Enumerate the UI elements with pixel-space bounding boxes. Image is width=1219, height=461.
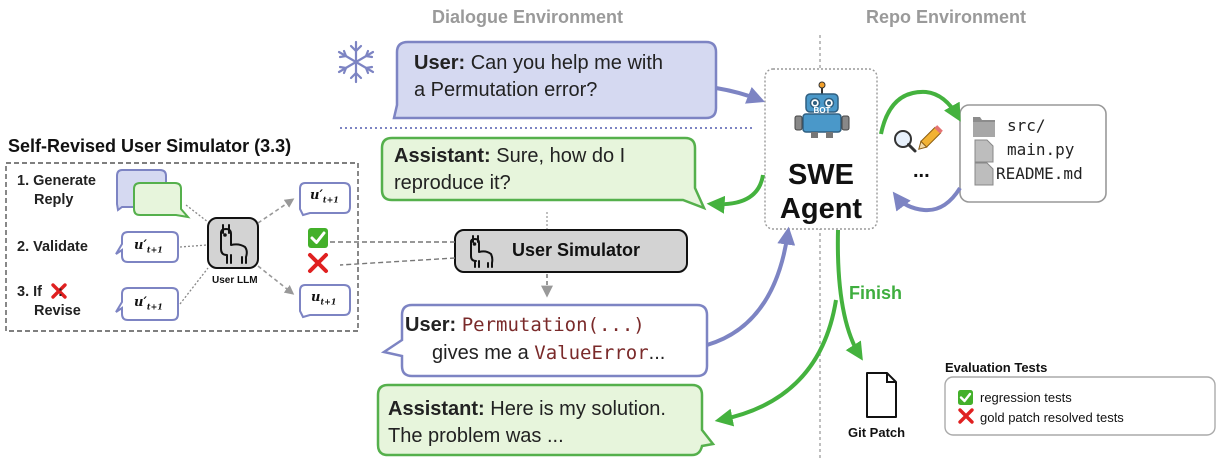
step-2: 2. Validate — [17, 239, 88, 255]
cross-mark-step3-icon — [51, 283, 67, 299]
file-icon-readme — [974, 162, 994, 186]
message-line: Sure, how do I — [496, 145, 626, 167]
self-revised-title: Self-Revised User Simulator (3.3) — [8, 136, 292, 156]
arrow-agent-to-assistant — [706, 174, 765, 214]
u-prime-label-step3: u′t+1 — [134, 295, 163, 312]
repo-file-src: src/ — [1007, 116, 1046, 135]
user-bubble-1-shape — [392, 40, 718, 120]
finish-label: Finish — [849, 283, 902, 303]
ellipsis: ... — [648, 342, 666, 364]
message-line: reproduce it? — [394, 172, 511, 194]
arrow-user2-to-agent — [706, 226, 796, 347]
llama-sim-icon — [470, 235, 494, 268]
arrow-agent-to-repo — [879, 89, 961, 135]
speaker-label: User: — [414, 52, 466, 74]
step-3-label: 3. If — [17, 284, 42, 300]
step1-bubble-front — [133, 182, 191, 219]
snowflake-icon — [337, 40, 375, 84]
user-bubble-2: User: Permutation(...) — [405, 312, 645, 339]
speaker-label: Assistant: — [394, 145, 491, 167]
step2-bubble — [115, 231, 179, 263]
assistant-bubble-2: Assistant: Here is my solution. The prob… — [388, 396, 666, 450]
assistant-bubble-1-shape — [380, 136, 707, 211]
header-repo: Repo Environment — [866, 7, 1027, 27]
pencil-icon — [918, 125, 943, 150]
arrow-repo-to-agent — [892, 186, 962, 213]
u-output-revised: ut+1 — [311, 290, 337, 307]
evaluation-fail: gold patch resolved tests — [980, 410, 1124, 425]
header-dialogue: Dialogue Environment — [432, 7, 624, 27]
document-icon — [866, 372, 897, 418]
code-snippet: Permutation(...) — [461, 314, 645, 336]
output-bubble-top — [299, 182, 351, 217]
message-line: The problem was ... — [388, 425, 564, 447]
assistant-bubble-1: Assistant: Sure, how do I reproduce it? — [394, 143, 625, 197]
user-llm-box — [207, 217, 259, 269]
step-1-label: 1. Generate — [17, 173, 96, 189]
eval-cross-icon — [958, 408, 974, 424]
magnifier-icon — [894, 130, 917, 153]
step3-bubble — [115, 287, 179, 321]
tools-ellipsis: ... — [913, 160, 930, 182]
swe-agent-label: SWE Agent — [765, 158, 877, 226]
message-line: Here is my solution. — [490, 398, 666, 420]
step-3-colon: : — [57, 284, 63, 300]
user-bubble-2-line2: gives me a ValueError... — [432, 340, 665, 367]
speaker-label: Assistant: — [388, 398, 485, 420]
speaker-label: User: — [405, 314, 457, 336]
repo-box — [959, 104, 1107, 203]
evaluation-pass: regression tests — [980, 390, 1072, 405]
arrow-user-to-agent — [715, 86, 766, 104]
step-1-label-2: Reply — [34, 192, 74, 208]
arrow-agent-to-git — [835, 229, 863, 361]
cross-mark-icon — [308, 253, 328, 273]
user-bubble-2-shape — [380, 303, 709, 378]
eval-check-icon — [958, 390, 973, 405]
u-prime-output: u′t+1 — [310, 188, 339, 205]
user-bubble-1: User: Can you help me with a Permutation… — [414, 50, 663, 104]
file-icon-main — [974, 139, 994, 163]
swe-agent-line1: SWE — [787, 159, 855, 191]
evaluation-title: Evaluation Tests — [945, 360, 1048, 375]
arrow-agent-to-assistant2 — [714, 299, 838, 427]
u-prime-label-step2: u′t+1 — [134, 238, 163, 255]
user-llm-label: User LLM — [212, 275, 258, 286]
evaluation-box — [944, 376, 1216, 436]
folder-icon — [973, 117, 995, 137]
robot-icon — [794, 81, 850, 138]
robot-label: BOT — [813, 106, 831, 115]
swe-agent-box — [764, 68, 878, 230]
message-line: a Permutation error? — [414, 79, 598, 101]
git-patch-label: Git Patch — [848, 425, 906, 440]
step-1: 1. Generate Reply — [17, 172, 96, 210]
check-mark-icon — [308, 228, 328, 248]
repo-file-readme: README.md — [996, 164, 1083, 183]
link-to-self-revised-bottom — [339, 257, 456, 266]
llama-icon — [220, 224, 248, 264]
message-line: gives me a — [432, 342, 529, 364]
repo-file-main: main.py — [1007, 140, 1075, 159]
swe-agent-line2: Agent — [779, 193, 863, 225]
self-revised-box — [5, 162, 359, 332]
user-simulator-shape — [454, 229, 688, 273]
step-3: 3. If: Revise — [17, 283, 81, 321]
user-simulator-label: User Simulator — [512, 240, 641, 260]
step-3-label-2: Revise — [34, 303, 81, 319]
message-line: Can you help me with — [470, 52, 664, 74]
output-bubble-bottom — [299, 284, 351, 319]
assistant-bubble-2-shape — [376, 383, 716, 457]
code-snippet: ValueError — [534, 342, 649, 364]
